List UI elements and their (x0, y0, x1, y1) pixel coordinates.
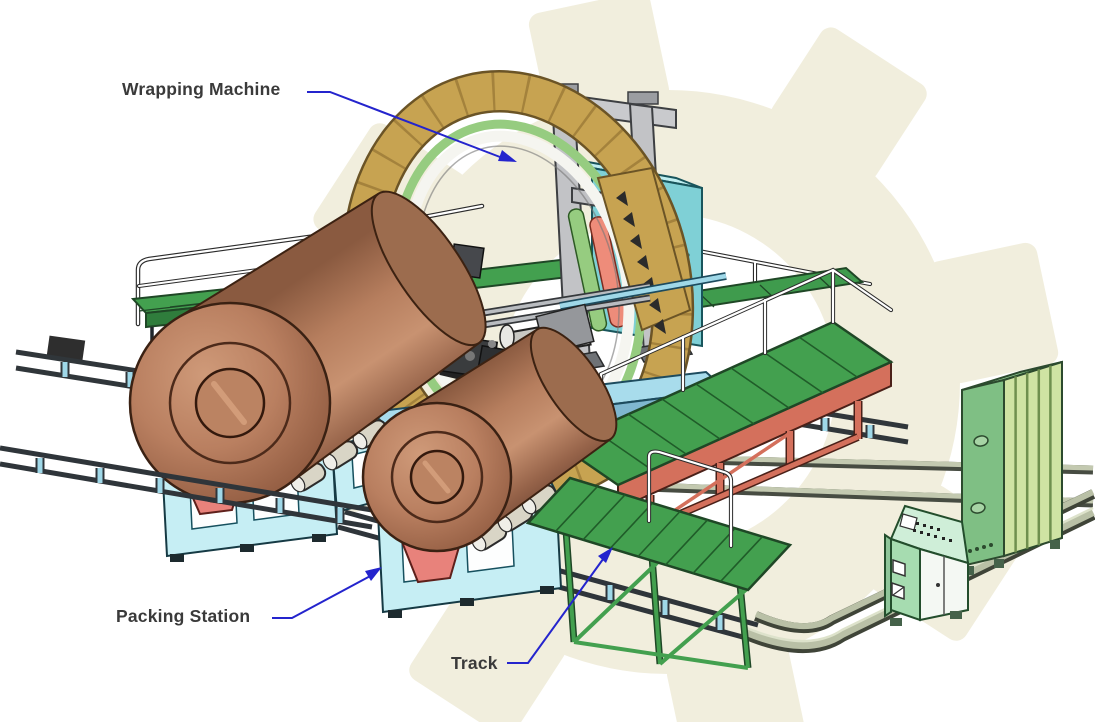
walkway-slats (554, 485, 764, 583)
control-console (884, 504, 970, 626)
label-wrapping-machine: Wrapping Machine (122, 79, 281, 99)
track-corner (739, 489, 1095, 654)
walkway-slats (593, 336, 858, 471)
arrowhead-packing-station (365, 567, 382, 581)
walkway-railing (646, 449, 734, 549)
walkway-trestle (562, 529, 752, 670)
leader-packing-station (272, 573, 375, 619)
label-packing-station: Packing Station (116, 606, 251, 626)
coil-2 (361, 326, 618, 553)
coil-1 (128, 190, 487, 505)
leader-wrapping-machine (307, 91, 501, 158)
leader-track (507, 554, 607, 664)
arrowhead-track (598, 547, 613, 563)
label-track: Track (451, 653, 498, 673)
leader-lines (272, 91, 613, 664)
console-buttons (913, 522, 952, 542)
lower-walkway (525, 449, 793, 670)
arrowhead-wrapping-machine (498, 150, 517, 162)
electrical-cabinet (961, 360, 1063, 575)
